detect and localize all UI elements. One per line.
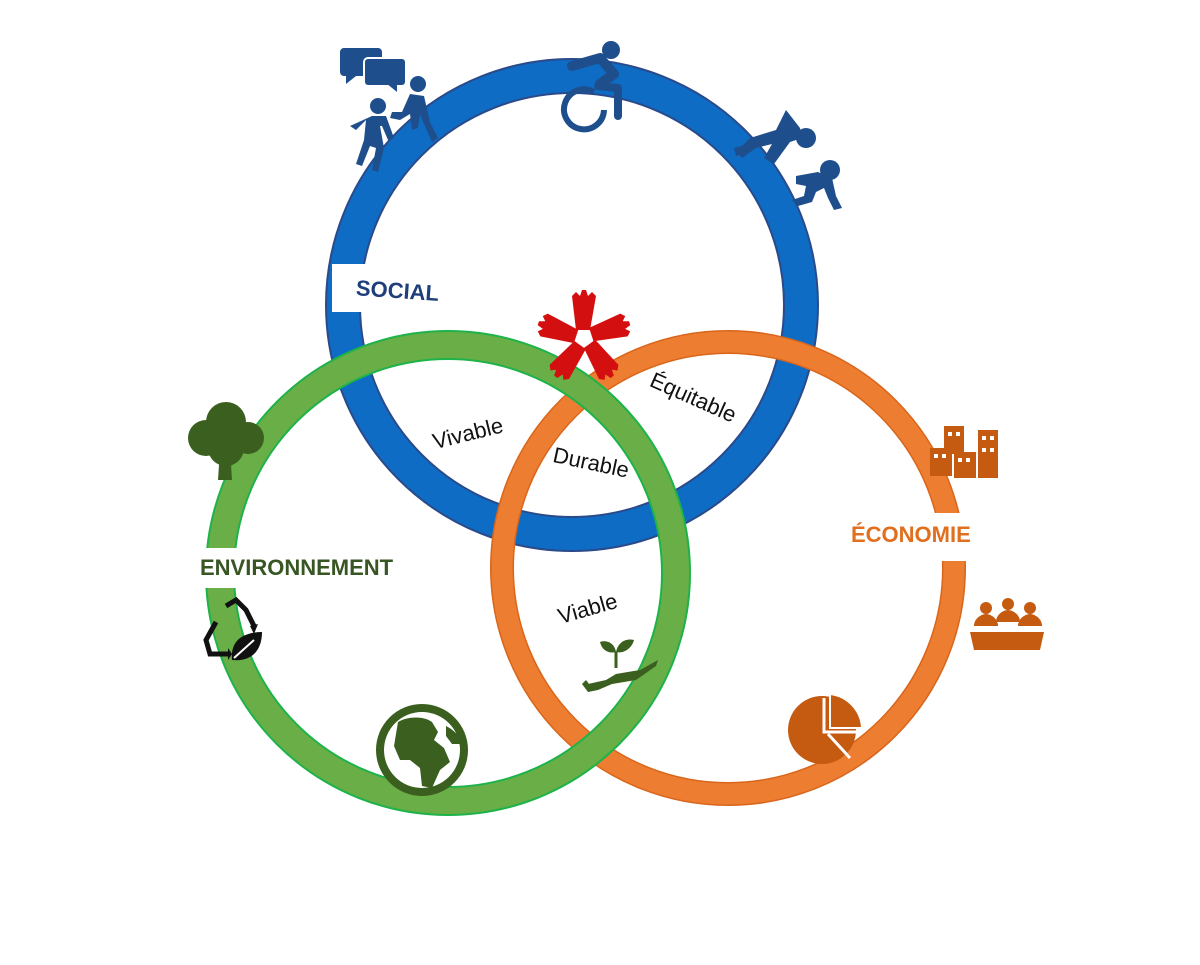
pie-chart-icon: [788, 692, 864, 764]
buildings-icon: [930, 426, 998, 478]
helping-person-icon: [734, 110, 842, 210]
economy-label: ÉCONOMIE: [851, 522, 971, 547]
economy-circle: [490, 330, 966, 806]
globe-icon: [376, 704, 468, 796]
economy-label-bg: [842, 513, 976, 561]
discussion-people-icon: [340, 48, 438, 172]
environment-label: ENVIRONNEMENT: [200, 555, 394, 580]
intersection-label-durable: Durable: [551, 442, 632, 482]
intersection-label-viable: Viable: [555, 588, 620, 629]
intersection-label-vivable: Vivable: [430, 412, 506, 454]
environment-label-bg: [196, 548, 410, 588]
social-label: SOCIAL: [355, 275, 440, 306]
intersection-label-equitable: Équitable: [646, 367, 740, 427]
tree-icon: [188, 402, 264, 480]
hand-plant-icon: [582, 639, 658, 692]
recycle-leaf-icon: [203, 596, 262, 661]
social-label-bg: [332, 264, 444, 312]
wheelchair-user-icon: [561, 41, 622, 133]
meeting-people-icon: [970, 598, 1044, 650]
joined-hands-icon: [537, 290, 631, 380]
